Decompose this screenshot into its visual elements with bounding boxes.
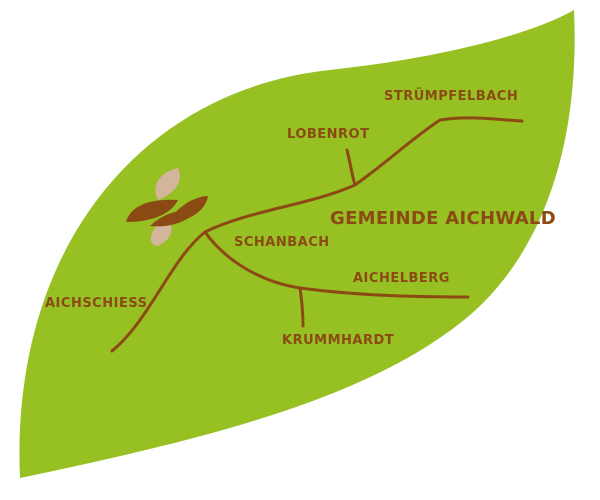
place-label-aichschiess: AICHSCHIESS [45,296,148,311]
cross-leaf-emblem-icon [126,168,208,246]
road-lobenrot [345,148,357,187]
road-main [110,116,524,353]
place-label-schanbach: SCHANBACH [234,235,330,250]
leaf-shape [19,10,575,478]
map-title: GEMEINDE AICHWALD [330,208,556,229]
road-network [110,116,524,353]
place-label-lobenrot: LOBENROT [287,127,370,142]
place-label-aichelberg: AICHELBERG [353,271,450,286]
place-label-struempfelbach: STRÜMPFELBACH [384,89,519,104]
road-krummhardt [298,286,305,328]
place-label-krummhardt: KRUMMHARDT [282,333,395,348]
